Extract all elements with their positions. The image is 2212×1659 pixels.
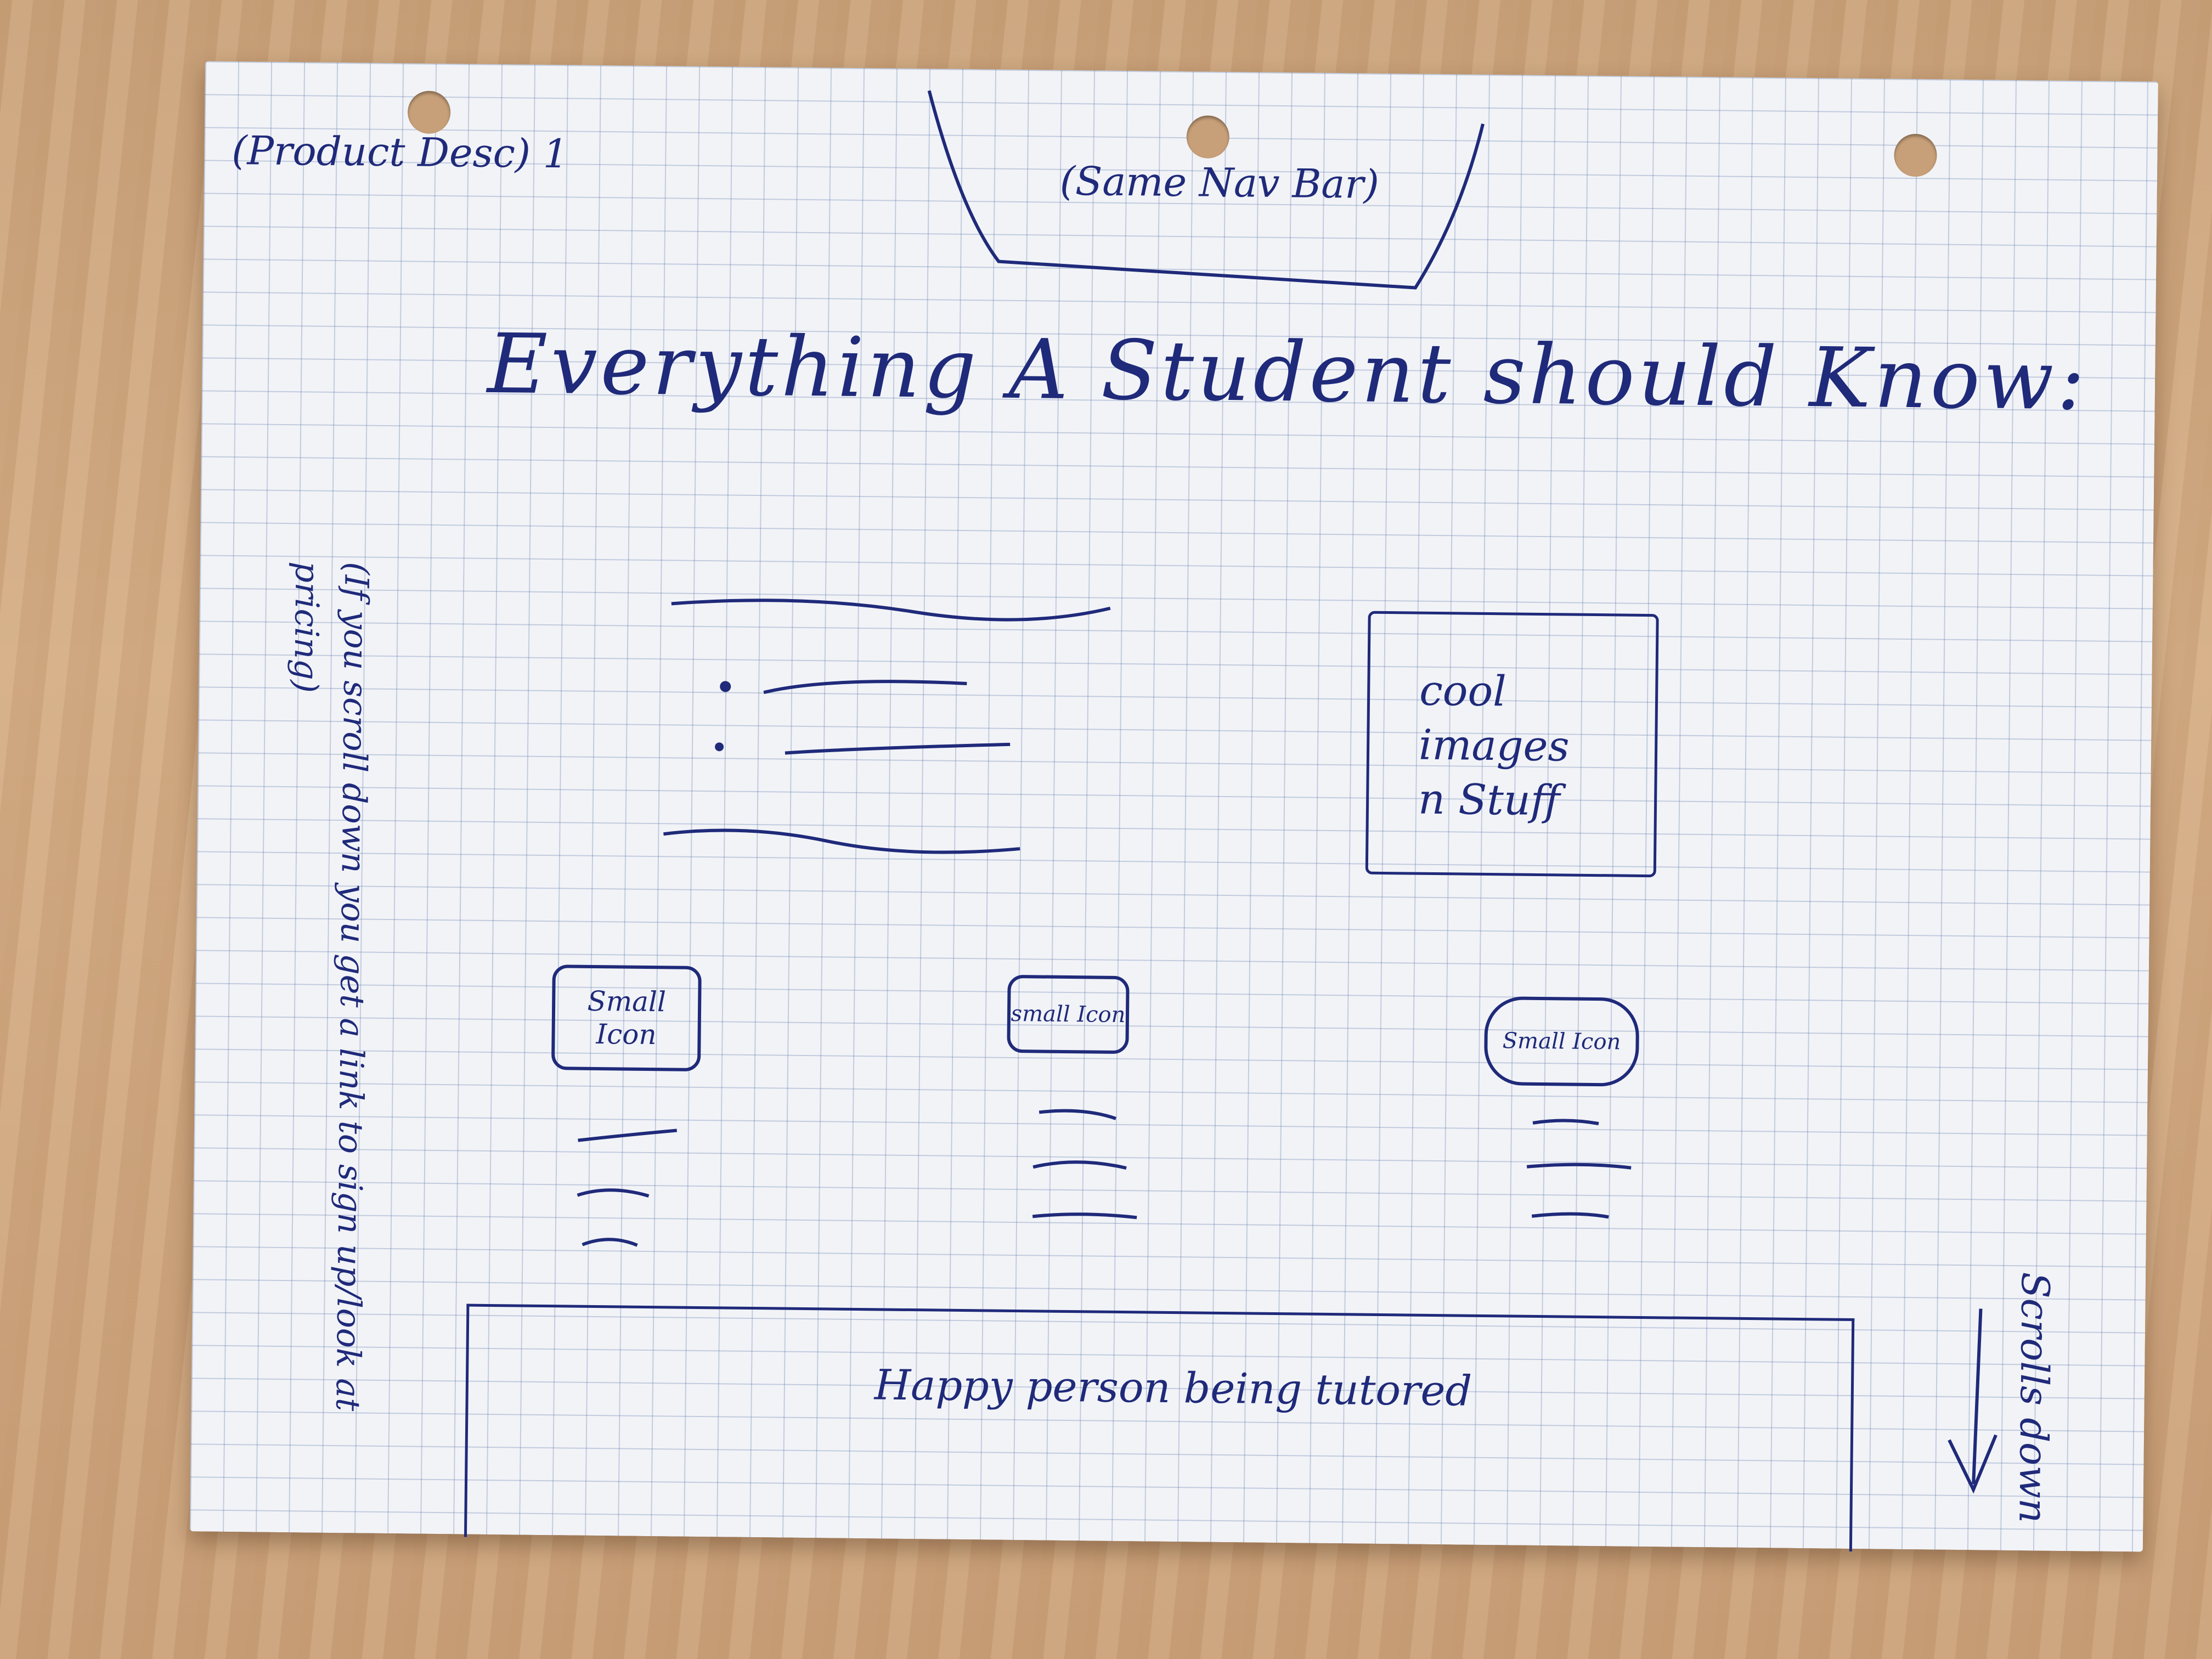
text-squiggle-top bbox=[671, 599, 1111, 622]
nav-bar-label: (Same Nav Bar) bbox=[1059, 157, 1380, 207]
icon1-squiggle-1 bbox=[578, 1128, 678, 1142]
icon3-squiggle-1 bbox=[1532, 1119, 1599, 1126]
bullet-squiggle-1 bbox=[763, 680, 967, 695]
bullet-dot-1 bbox=[720, 681, 731, 692]
page-heading: Everything A Student should Know: bbox=[487, 316, 2089, 429]
icon3-squiggle-3 bbox=[1531, 1212, 1609, 1219]
hero-banner-box: Happy person being tutored bbox=[464, 1304, 1855, 1552]
small-icon-3: Small Icon bbox=[1483, 996, 1640, 1087]
icon1-squiggle-2 bbox=[577, 1188, 650, 1198]
bullet-squiggle-2 bbox=[785, 742, 1011, 755]
icon1-squiggle-3 bbox=[582, 1238, 638, 1247]
cool-images-label: cool images n Stuff bbox=[1418, 665, 1570, 825]
scroll-note: Scrolls down bbox=[2010, 1272, 2058, 1523]
graph-paper-sheet: (Product Desc) 1 (Same Nav Bar) Everythi… bbox=[190, 61, 2158, 1552]
small-icon-2: small Icon bbox=[1007, 974, 1130, 1054]
ink-strokes bbox=[577, 90, 1997, 1494]
nav-bar-outline bbox=[927, 90, 1485, 290]
side-note: (If you scroll down you get a link to si… bbox=[286, 561, 376, 1412]
bullet-dot-2 bbox=[715, 742, 724, 752]
icon2-squiggle-1 bbox=[1039, 1109, 1117, 1120]
scroll-down-arrow bbox=[1948, 1308, 1997, 1494]
small-icon-1: Small Icon bbox=[551, 964, 702, 1071]
icon2-squiggle-3 bbox=[1032, 1212, 1137, 1220]
small-icon-1-label: Small Icon bbox=[587, 985, 667, 1051]
hero-banner-label: Happy person being tutored bbox=[874, 1360, 1472, 1415]
small-icon-2-label: small Icon bbox=[1011, 1001, 1126, 1028]
cool-images-box: cool images n Stuff bbox=[1365, 611, 1659, 878]
icon2-squiggle-2 bbox=[1032, 1160, 1127, 1170]
text-squiggle-bottom bbox=[663, 828, 1020, 854]
icon3-squiggle-2 bbox=[1526, 1163, 1632, 1170]
small-icon-3-label: Small Icon bbox=[1502, 1028, 1621, 1055]
